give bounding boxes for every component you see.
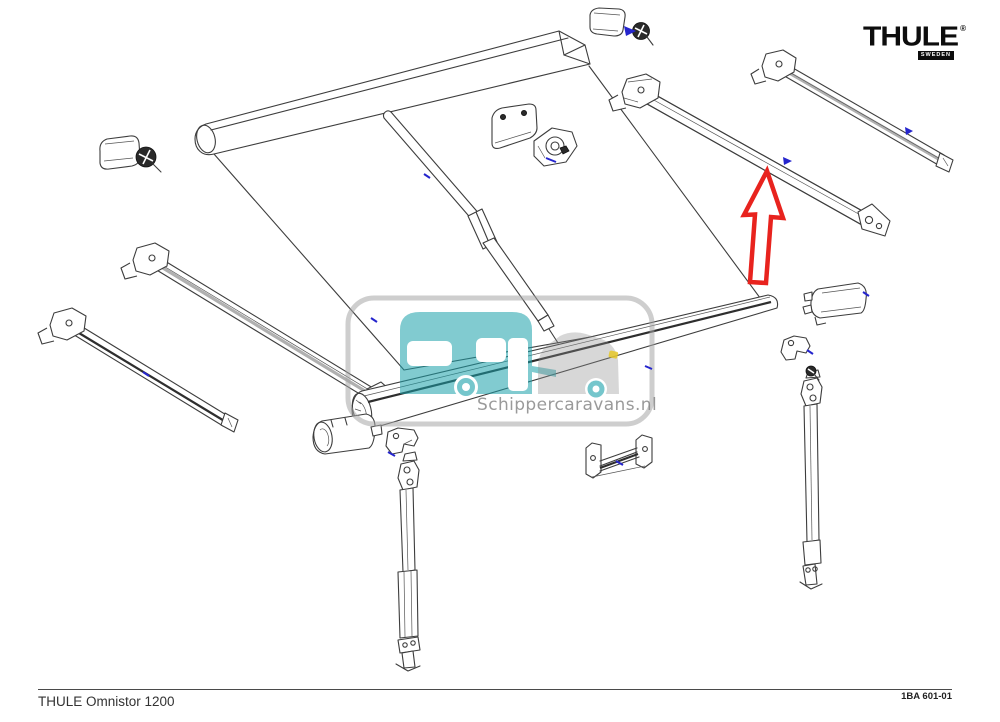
screw-right [805,365,820,381]
screw-top [632,22,654,46]
screw-left [135,146,162,173]
lower-left-support-arm [37,307,239,433]
right-support-leg [799,369,823,590]
callout-marks [142,26,913,466]
brand-logo: THULE ® SWEDEN [836,18,966,70]
fixing-clip-left [385,427,419,455]
footer-divider [38,689,952,690]
swivel-bracket [533,127,578,167]
registered-mark: ® [960,24,966,33]
wall-bracket-plate [491,103,538,149]
wall-mounting-bracket [585,434,653,479]
watermark-text: Schippercaravans.nl [477,395,658,415]
document-code: 1BA 601-01 [901,691,952,702]
cover-cap-top [589,7,626,37]
cover-cap-left [99,135,141,170]
left-rafter-arm [608,73,891,237]
lead-rail-end-cap [312,413,383,455]
product-title: THULE Omnistor 1200 [38,694,175,709]
watermark-graphic [345,295,655,427]
roller-end-cap-right [802,282,867,326]
right-rafter-arm [750,49,954,173]
sweden-badge: SWEDEN [917,51,954,60]
highlight-arrow [740,165,787,286]
thule-logo-text: THULE [863,21,959,52]
telescopic-tension-rafter [383,110,559,344]
fixing-clip-right [780,335,811,361]
upper-left-support-arm [120,242,400,414]
center-support-leg [395,451,421,672]
